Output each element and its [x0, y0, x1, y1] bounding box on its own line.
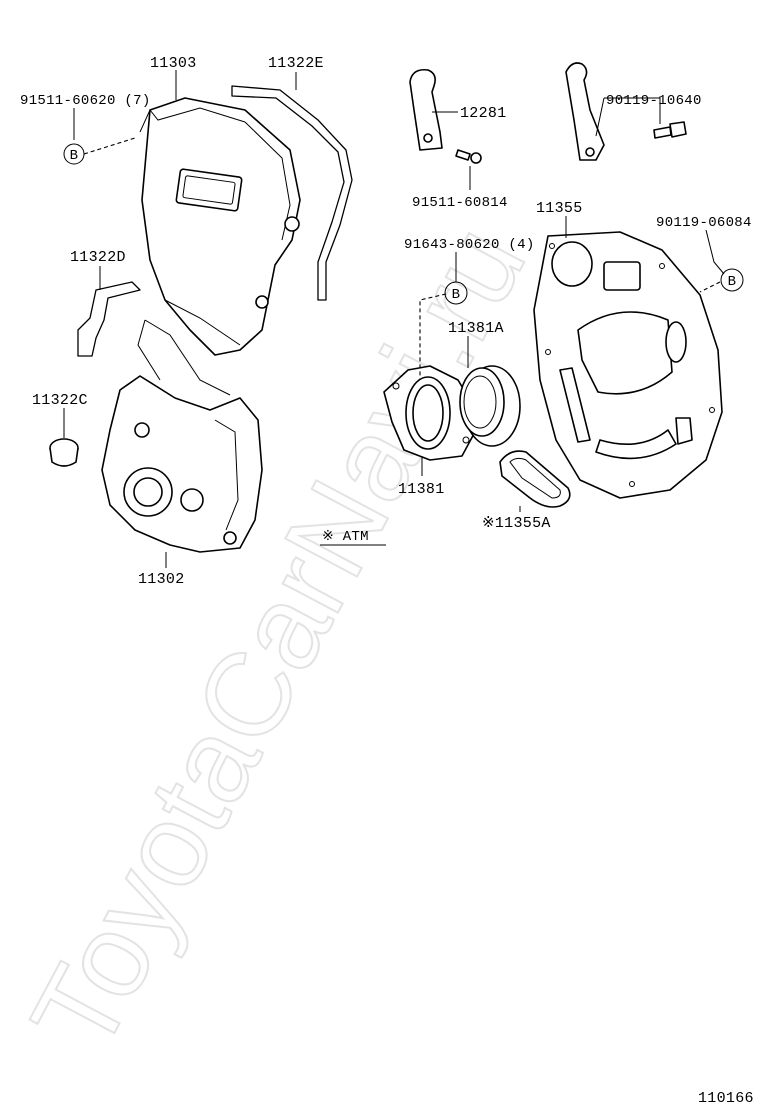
bracket-90119-10640 — [565, 62, 605, 161]
label-11303: 11303 — [150, 55, 197, 72]
label-11322D: 11322D — [70, 249, 126, 266]
bolt-91511-60814 — [455, 149, 482, 164]
oil-seal-retainer-11381 — [383, 365, 477, 461]
label-11381A: 11381A — [448, 320, 504, 337]
bracket-12281 — [409, 68, 443, 151]
bolt-90119-10640 — [653, 121, 687, 139]
svg-text:B: B — [70, 148, 79, 164]
end-plate-11355 — [533, 231, 723, 499]
label-91511-60620: 91511-60620 (7) — [20, 93, 151, 109]
lower-timing-cover-11302 — [101, 319, 263, 553]
label-11355: 11355 — [536, 200, 583, 217]
ref-marker-b-center: B — [444, 281, 468, 305]
svg-text:B: B — [452, 287, 461, 303]
plug-11322C — [49, 438, 79, 467]
label-11381: 11381 — [398, 481, 445, 498]
atm-note: ※ ATM — [322, 529, 369, 545]
gasket-11322E — [231, 85, 353, 301]
svg-text:B: B — [728, 274, 737, 290]
label-11355A: ※11355A — [482, 515, 551, 532]
label-12281: 12281 — [460, 105, 507, 122]
leader-lines — [63, 70, 725, 568]
label-11322C: 11322C — [32, 392, 88, 409]
gasket-11322D — [77, 281, 141, 357]
upper-timing-cover-11303 — [139, 97, 301, 356]
seal-11355A — [499, 450, 571, 508]
figure-number: 110166 — [698, 1090, 754, 1107]
ref-marker-b-left: B — [63, 143, 85, 165]
label-90119-06084: 90119-06084 — [656, 215, 752, 231]
label-91643-80620: 91643-80620 (4) — [404, 237, 535, 253]
label-11302: 11302 — [138, 571, 185, 588]
ref-marker-b-right: B — [720, 268, 744, 292]
label-90119-10640: 90119-10640 — [606, 93, 702, 109]
label-91511-60814: 91511-60814 — [412, 195, 508, 211]
label-11322E: 11322E — [268, 55, 324, 72]
oil-seal-11381A — [459, 365, 521, 447]
